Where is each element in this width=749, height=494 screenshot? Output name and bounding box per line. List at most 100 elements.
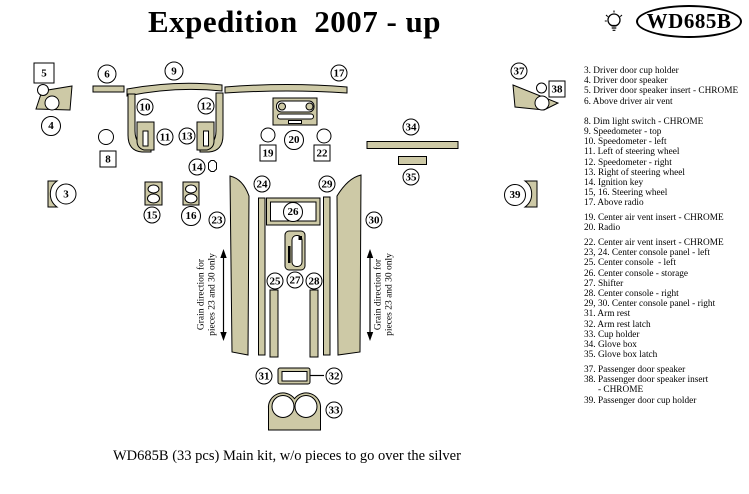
center-console-panel-left-piece xyxy=(229,175,250,356)
cup-holder-cutout-left xyxy=(271,395,295,418)
grain-arrow-right xyxy=(366,249,374,341)
steering-wheel-piece-16-cutout-top xyxy=(185,184,197,194)
glove-box-latch-piece xyxy=(398,156,427,165)
driver-door-cup-holder-piece xyxy=(47,180,59,208)
piece-label-15: 15 xyxy=(143,206,161,224)
piece-label-13: 13 xyxy=(178,127,196,145)
grain-note-line2: pieces 23 and 30 only xyxy=(207,253,217,336)
legend-item: 28. Center console - right xyxy=(584,289,679,300)
piece-label-39: 39 xyxy=(504,184,526,206)
piece-label-19: 19 xyxy=(259,144,277,162)
piece-label-4: 4 xyxy=(41,116,61,136)
legend-item: 15, 16. Steering wheel xyxy=(584,188,668,199)
legend-item: 25. Center console - left xyxy=(584,258,676,269)
radio-button-cutout xyxy=(288,120,302,124)
legend-item: 8. Dim light switch - CHROME xyxy=(584,116,704,127)
legend-item: 38. Passenger door speaker insert xyxy=(584,375,709,386)
steering-wheel-piece-15-cutout-top xyxy=(147,184,160,194)
center-console-right-piece xyxy=(309,289,319,358)
piece-label-31: 31 xyxy=(255,367,273,385)
glove-box-piece xyxy=(366,141,459,149)
above-radio-piece xyxy=(224,84,348,94)
shifter-slot-cutout xyxy=(291,235,303,267)
piece-label-34: 34 xyxy=(402,118,420,136)
legend-item: 13. Right of steering wheel xyxy=(584,167,685,178)
legend-item: 17. Above radio xyxy=(584,198,644,209)
left-of-steering-wheel-cutout xyxy=(142,130,149,147)
piece-label-27: 27 xyxy=(286,271,304,289)
legend-item: 4. Driver door speaker xyxy=(584,76,668,87)
legend-item: 10. Speedometer - left xyxy=(584,137,667,148)
radio-knob-left xyxy=(278,102,286,111)
passenger-door-speaker-insert-piece xyxy=(536,82,547,94)
legend-item: 27. Shifter xyxy=(584,278,624,289)
passenger-door-speaker-cutout xyxy=(534,95,550,111)
grain-direction-note-right: Grain direction for pieces 23 and 30 onl… xyxy=(374,245,395,345)
steering-wheel-piece-15-cutout-bottom xyxy=(147,193,160,204)
legend-item: 19. Center air vent insert - CHROME xyxy=(584,213,724,224)
radio-display-cutout xyxy=(276,100,315,113)
legend-item: 39. Passenger door cup holder xyxy=(584,395,697,406)
legend-item: 33. Cup holder xyxy=(584,329,640,340)
center-console-panel-strip-24 xyxy=(258,197,266,356)
center-air-vent-insert-piece-19 xyxy=(260,127,276,143)
legend-item: 31. Arm rest xyxy=(584,309,631,320)
piece-label-6: 6 xyxy=(97,64,117,84)
center-air-vent-insert-piece-22 xyxy=(316,128,332,144)
right-of-steering-wheel-cutout xyxy=(203,130,209,147)
legend-item: 12. Speedometer - right xyxy=(584,157,672,168)
arm-rest-latch-cutout xyxy=(281,371,308,382)
piece-label-28: 28 xyxy=(305,272,323,290)
piece-label-38: 38 xyxy=(548,80,566,98)
legend-item: 20. Radio xyxy=(584,223,621,234)
legend-item: 22. Center air vent insert - CHROME xyxy=(584,238,724,249)
piece-label-10: 10 xyxy=(136,98,154,116)
caption: WD685B (33 pcs) Main kit, w/o pieces to … xyxy=(113,448,461,464)
steering-wheel-piece-16-cutout-bottom xyxy=(184,193,198,204)
page-title: Expedition 2007 - up xyxy=(148,4,442,39)
piece-label-22: 22 xyxy=(313,144,331,162)
piece-label-5: 5 xyxy=(33,62,55,84)
lightbulb-icon xyxy=(604,10,623,31)
radio-slot-cutout xyxy=(277,113,314,120)
legend-item: 5. Driver door speaker insert - CHROME xyxy=(584,86,739,97)
above-driver-air-vent-piece xyxy=(92,85,125,93)
piece-label-9: 9 xyxy=(164,61,184,81)
piece-label-26: 26 xyxy=(283,202,303,222)
center-console-panel-strip-29 xyxy=(323,196,331,356)
piece-label-8: 8 xyxy=(99,150,117,168)
ignition-key-piece xyxy=(208,160,217,172)
speedometer-top-piece xyxy=(126,82,223,97)
passenger-door-cup-holder-piece xyxy=(523,180,538,208)
driver-door-speaker-insert-piece xyxy=(37,84,49,96)
legend-item: 6. Above driver air vent xyxy=(584,96,673,107)
legend-item: 26. Center console - storage xyxy=(584,268,689,279)
grain-note-line1: Grain direction for xyxy=(373,258,384,331)
piece-label-29: 29 xyxy=(318,175,336,193)
grain-note-line1: Grain direction for xyxy=(196,258,207,331)
dim-light-switch-piece xyxy=(98,129,114,145)
piece-label-24: 24 xyxy=(253,175,271,193)
piece-label-12: 12 xyxy=(197,97,215,115)
legend-item: 32. Arm rest latch xyxy=(584,319,651,330)
grain-direction-note-left: Grain direction for pieces 23 and 30 onl… xyxy=(197,245,218,345)
driver-door-speaker-cutout xyxy=(44,95,60,111)
legend-item: 37. Passenger door speaker xyxy=(584,364,686,375)
piece-label-37: 37 xyxy=(510,62,528,80)
kit-code-badge: WD685B xyxy=(636,5,742,38)
piece-label-3: 3 xyxy=(55,183,77,205)
legend-item: 11. Left of steering wheel xyxy=(584,147,680,158)
legend-item: 23, 24. Center console panel - left xyxy=(584,248,710,259)
legend-item: 35. Glove box latch xyxy=(584,350,658,361)
grain-note-line2: pieces 23 and 30 only xyxy=(384,253,394,336)
piece-label-30: 30 xyxy=(365,211,383,229)
shifter-detail-notch xyxy=(298,236,302,240)
grain-arrow-left xyxy=(220,249,227,341)
piece-label-32: 32 xyxy=(325,367,343,385)
center-console-left-piece xyxy=(269,289,279,358)
piece-label-16: 16 xyxy=(181,206,201,226)
piece-label-23: 23 xyxy=(208,211,226,229)
